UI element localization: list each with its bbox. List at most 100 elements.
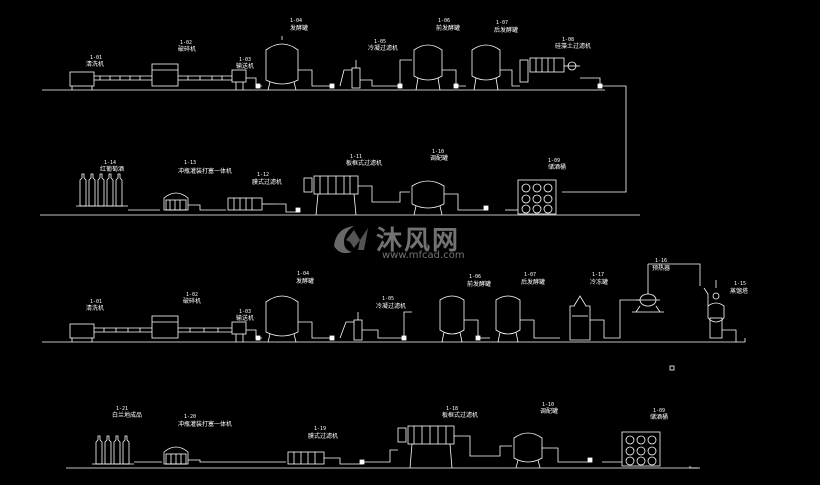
bottle-code-2: 1-14 <box>104 160 117 166</box>
blend-tank-4 <box>513 432 543 469</box>
pipe-1b <box>298 69 332 87</box>
blend-tank-2 <box>411 180 445 216</box>
diatomite-label: 硅藻土过滤机 <box>555 43 592 50</box>
plate-label-2: 板框式过滤机 <box>346 160 383 167</box>
washer-label-3: 清洗机 <box>86 305 105 312</box>
cold-filter-3 <box>339 312 363 341</box>
pipe-1c <box>360 59 412 87</box>
membrane-label-4: 膜式过滤机 <box>308 433 339 440</box>
storage-rack-4 <box>621 431 661 467</box>
crusher-label: 破碎机 <box>178 46 197 53</box>
preheater-label-3: 预热器 <box>652 265 671 272</box>
filling-label-2: 冲瓶灌装打塞一体机 <box>178 168 233 175</box>
front-fermenter-code-3: 1-06 <box>469 274 482 280</box>
front-fermenter-label-3: 前发酵罐 <box>467 281 492 288</box>
cold-filter-label: 冷凝过滤机 <box>368 45 399 52</box>
watermark-brand: 沐风网 <box>376 226 461 256</box>
pump-label: 输送机 <box>236 63 255 70</box>
crusher-code: 1-02 <box>180 40 193 46</box>
washer-1 <box>69 71 95 90</box>
watermark-logo-icon <box>334 226 368 254</box>
fermenter-code-3: 1-04 <box>297 271 310 277</box>
plate-code-2: 1-11 <box>350 154 363 160</box>
bottle-label-4: 白兰地成品 <box>112 412 143 419</box>
pump-code: 1-03 <box>239 57 252 63</box>
diatomite-code: 1-08 <box>562 37 575 43</box>
storage-code-2: 1-09 <box>548 158 561 164</box>
bottle-code-4: 1-21 <box>116 406 129 412</box>
blend-code-4: 1-10 <box>542 402 555 408</box>
washer-label: 清洗机 <box>86 61 105 68</box>
crusher-label-3: 破碎机 <box>183 298 202 305</box>
cold-filter-code: 1-05 <box>374 39 387 45</box>
plate-filter-4 <box>397 425 455 469</box>
membrane-label-2: 膜式过滤机 <box>252 179 283 186</box>
front-fermenter-3 <box>439 295 465 343</box>
filling-code-4: 1-20 <box>184 414 197 420</box>
preheater-3 <box>632 264 664 313</box>
back-fermenter-code-3: 1-07 <box>524 272 537 278</box>
back-fermenter-label-3: 后发酵罐 <box>521 279 546 286</box>
back-fermenter-1 <box>471 44 501 91</box>
plate-label-4: 板框式过滤机 <box>442 412 479 419</box>
crusher-code-3: 1-02 <box>186 292 199 298</box>
cold-tank-code-3: 1-17 <box>592 272 605 278</box>
diatomite-filter-1 <box>519 57 580 83</box>
watermark-url: www.mfcad.com <box>382 250 465 261</box>
pump-1 <box>231 69 247 90</box>
back-fermenter-3 <box>495 295 521 343</box>
cold-tank-3 <box>569 295 591 341</box>
watermark: 沐风网 www.mfcad.com <box>330 218 500 266</box>
bottles-2 <box>76 173 128 207</box>
front-fermenter-code: 1-06 <box>438 18 451 24</box>
cold-filter-1 <box>339 60 361 89</box>
membrane-filter-4 <box>287 451 325 465</box>
conveyor-3b <box>178 327 232 333</box>
cold-filter-label-3: 冷凝过滤机 <box>376 303 407 310</box>
pump-label-3: 输送机 <box>236 315 255 322</box>
conveyor-1 <box>94 75 152 81</box>
front-fermenter-1 <box>413 44 443 91</box>
filling-machine-2 <box>163 192 189 211</box>
blend-label-4: 调配罐 <box>540 408 559 415</box>
cold-tank-label-3: 冷冻罐 <box>590 279 609 286</box>
conveyor-1b <box>178 75 232 81</box>
front-fermenter-label: 前发酵罐 <box>436 25 461 32</box>
pipe-1 <box>246 77 262 89</box>
washer-code: 1-01 <box>90 55 103 61</box>
bottle-label-2: 红葡萄酒 <box>100 166 125 173</box>
blend-code-2: 1-10 <box>432 149 445 155</box>
fermenter-3 <box>265 295 299 343</box>
back-fermenter-label: 后发酵罐 <box>494 27 519 34</box>
preheater-code-3: 1-16 <box>655 258 668 264</box>
distillation-column-3 <box>703 280 725 339</box>
fermenter-1 <box>265 36 299 91</box>
back-fermenter-code: 1-07 <box>496 20 509 26</box>
washer-code-3: 1-01 <box>90 299 103 305</box>
membrane-code-4: 1-19 <box>314 426 327 432</box>
crusher-3 <box>151 315 179 339</box>
filling-code-2: 1-13 <box>184 160 197 166</box>
conveyor-3 <box>94 327 152 333</box>
crusher-1 <box>151 63 179 87</box>
fermenter-code: 1-04 <box>290 18 303 24</box>
blend-label-2: 调配罐 <box>430 155 449 162</box>
still-label-3: 蒸馏塔 <box>730 288 749 295</box>
pump-code-3: 1-03 <box>239 309 252 315</box>
membrane-filter-2 <box>227 197 274 211</box>
fermenter-label: 发酵罐 <box>290 25 309 32</box>
fermenter-label-3: 发酵罐 <box>296 278 315 285</box>
membrane-code-2: 1-12 <box>257 172 270 178</box>
storage-label-2: 储酒桶 <box>548 164 567 171</box>
cold-filter-code-3: 1-05 <box>382 296 395 302</box>
storage-label-4: 储酒桶 <box>650 414 669 421</box>
storage-code-4: 1-09 <box>653 408 666 414</box>
plate-filter-2 <box>303 175 359 216</box>
washer-3 <box>69 323 95 342</box>
filling-label-4: 冲瓶灌装打塞一体机 <box>178 421 233 428</box>
storage-rack-2 <box>517 179 557 215</box>
plate-code-4: 1-18 <box>446 406 459 412</box>
bottles-4 <box>92 435 134 465</box>
pump-3 <box>231 321 247 342</box>
